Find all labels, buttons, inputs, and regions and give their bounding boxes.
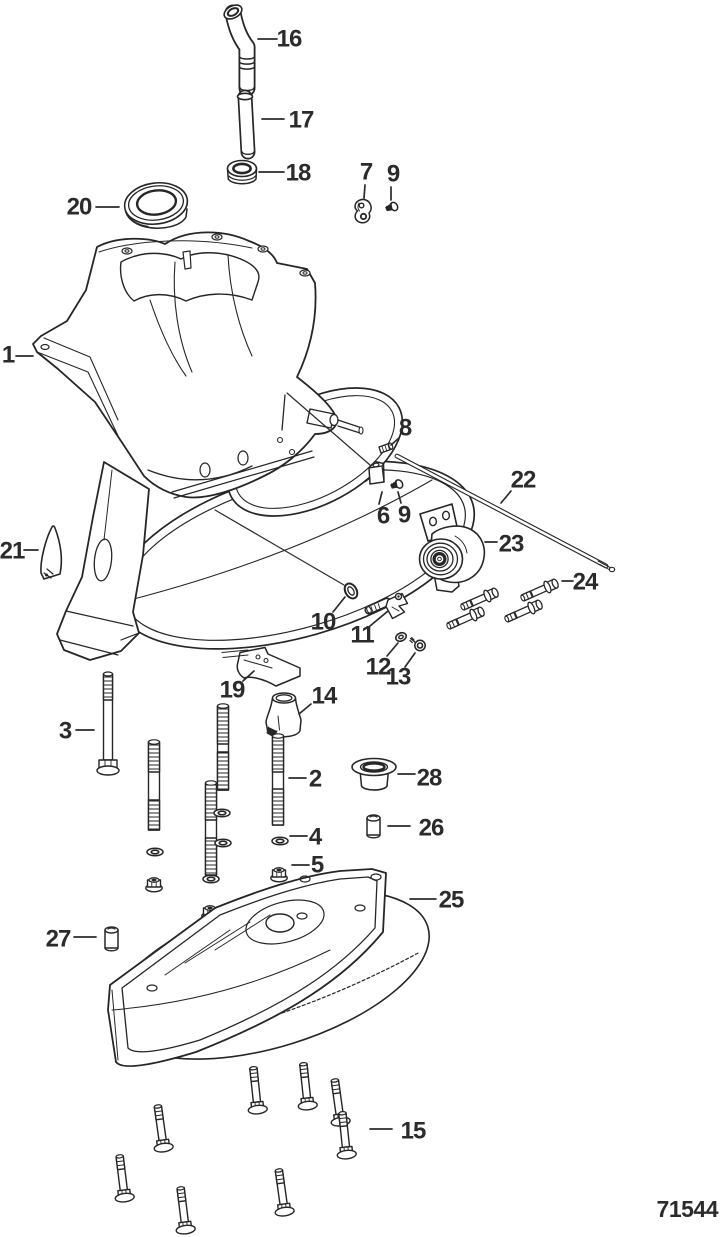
- callout-label-5: 5: [311, 852, 324, 879]
- stud: [204, 780, 218, 876]
- drawing-number: 71544: [656, 1196, 719, 1222]
- callout-label-13: 13: [386, 664, 411, 691]
- callout-label-6: 6: [377, 503, 390, 530]
- part-27-sleeve: [104, 926, 119, 952]
- part-12-washer: [395, 631, 407, 643]
- part-5-nut: [269, 866, 289, 883]
- part-washers: [146, 808, 289, 884]
- part-1-driveshaft-housing: [32, 231, 433, 661]
- stud: [216, 703, 230, 791]
- callout-label-12: 12: [366, 654, 391, 681]
- part-23-mount: [418, 503, 486, 593]
- callout-label-14: 14: [312, 683, 338, 710]
- callout-label-3: 3: [59, 718, 72, 745]
- part-28-bushing: [351, 757, 397, 791]
- callout-label-2: 2: [309, 766, 322, 793]
- part-14-mount: [265, 692, 302, 738]
- callout-label-17: 17: [289, 107, 314, 134]
- callout-label-7: 7: [360, 159, 373, 186]
- callout-label-24: 24: [573, 569, 599, 596]
- callout-label-11: 11: [350, 622, 374, 649]
- part-11-link: [364, 592, 409, 620]
- part-21-cone: [40, 525, 63, 580]
- callout-label-4: 4: [309, 824, 323, 851]
- part-18-seal: [226, 159, 258, 185]
- callout-label-23: 23: [499, 531, 524, 558]
- part-2-stud: [271, 733, 285, 826]
- part-10-o-ring: [343, 582, 359, 600]
- part-8-fitting: [378, 442, 394, 454]
- callout-label-16: 16: [277, 26, 302, 53]
- part-24-bolts: [443, 576, 561, 634]
- callout-label-22: 22: [511, 467, 536, 494]
- callout-label-1: 1: [2, 342, 15, 369]
- callout-label-19: 19: [220, 677, 245, 704]
- callout-label-9: 9: [387, 161, 400, 188]
- callout-label-9: 9: [398, 502, 411, 529]
- part-19-bracket: [221, 646, 301, 687]
- stud: [147, 739, 161, 831]
- part-3-bolt: [96, 671, 120, 776]
- part-9-screw-mid: [390, 479, 404, 489]
- part-13-screw: [409, 637, 426, 652]
- callout-label-8: 8: [399, 415, 412, 442]
- part-20-seal-ring: [123, 181, 189, 229]
- callout-label-15: 15: [401, 1118, 426, 1145]
- callout-label-28: 28: [417, 765, 442, 792]
- callout-label-18: 18: [286, 160, 311, 187]
- callout-label-25: 25: [439, 887, 464, 914]
- callout-label-27: 27: [46, 926, 71, 953]
- callout-label-10: 10: [311, 609, 336, 636]
- part-17-tube: [236, 89, 256, 160]
- part-studs: [147, 703, 285, 876]
- part-26-sleeve: [366, 814, 381, 839]
- part-25-lower-housing: [107, 868, 430, 1067]
- part-7-clamp: [354, 198, 372, 224]
- callout-label-20: 20: [67, 194, 92, 221]
- part-16-tube: [223, 4, 256, 97]
- part-4-washer: [271, 836, 289, 846]
- part-15-bolts: [109, 1060, 358, 1236]
- leader-lines: [15, 38, 574, 1130]
- callout-label-26: 26: [419, 815, 444, 842]
- callout-label-21: 21: [0, 538, 25, 565]
- part-22-rod: [394, 453, 616, 573]
- part-9-screw-top: [385, 201, 399, 212]
- part-6-fitting: [364, 460, 385, 485]
